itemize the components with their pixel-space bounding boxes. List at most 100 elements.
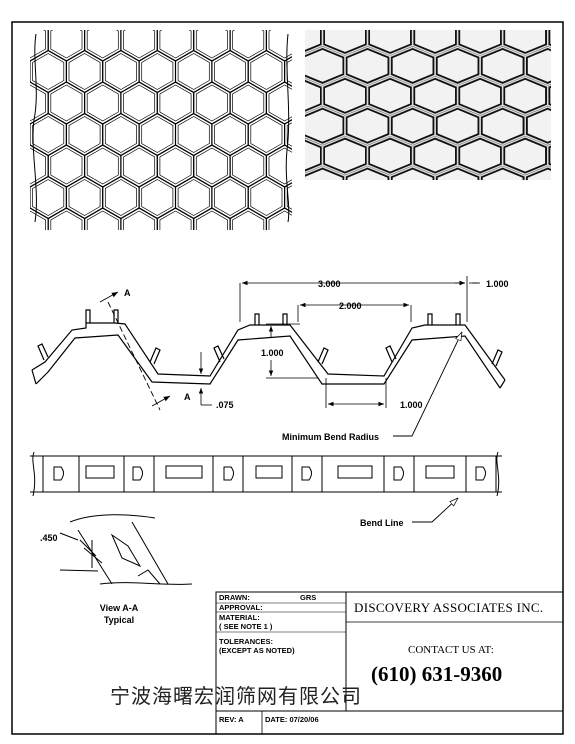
honeycomb-cell bbox=[120, 30, 158, 62]
tolerances-label: TOLERANCES: bbox=[219, 637, 274, 646]
honeycomb-cell bbox=[250, 179, 283, 216]
honeycomb-cell bbox=[193, 30, 231, 62]
drawn-value: GRS bbox=[300, 593, 317, 602]
honeycomb-cell bbox=[232, 84, 265, 122]
honeycomb-cell bbox=[268, 30, 292, 59]
honeycomb-cell bbox=[138, 175, 177, 220]
bend-line-label: Bend Line bbox=[360, 518, 404, 528]
honeycomb-cell bbox=[458, 197, 503, 234]
honeycomb-cell bbox=[284, 56, 292, 87]
honeycomb-cell bbox=[411, 30, 459, 56]
honeycomb-cell bbox=[30, 210, 46, 230]
honeycomb-cell bbox=[570, 47, 575, 84]
honeycomb-cell bbox=[503, 197, 548, 234]
break-line-left bbox=[32, 33, 37, 223]
honeycomb-cell bbox=[33, 243, 64, 279]
honeycomb-cell bbox=[141, 179, 174, 216]
honeycomb-cell bbox=[174, 175, 213, 220]
bend-line-leader bbox=[412, 498, 458, 523]
strip-tab bbox=[301, 466, 312, 481]
honeycomb-cell bbox=[366, 30, 414, 56]
honeycomb-cell bbox=[193, 81, 231, 125]
honeycomb-cell bbox=[570, 167, 575, 204]
honeycomb-cell bbox=[141, 53, 174, 90]
honeycomb-cell bbox=[284, 182, 292, 213]
dim-075: .075 bbox=[216, 400, 234, 410]
honeycomb-cell bbox=[159, 147, 192, 185]
strip-tab bbox=[393, 466, 404, 481]
honeycomb-cell bbox=[570, 107, 575, 144]
honeycomb-cell bbox=[30, 147, 46, 185]
honeycomb-cell bbox=[458, 197, 503, 234]
section-mark-a-bottom: A bbox=[184, 392, 191, 402]
honeycomb-cell bbox=[287, 243, 318, 279]
honeycomb-cell bbox=[86, 210, 119, 230]
honeycomb-cell bbox=[265, 81, 292, 125]
honeycomb-cell bbox=[247, 49, 286, 94]
strip-slot bbox=[425, 465, 455, 479]
honeycomb-cell bbox=[268, 210, 292, 230]
honeycomb-cell bbox=[545, 142, 551, 170]
drawn-label: DRAWN: bbox=[219, 593, 250, 602]
honeycomb-cell bbox=[65, 49, 104, 94]
honeycomb-cell bbox=[120, 207, 158, 230]
honeycomb-cell bbox=[50, 30, 83, 59]
honeycomb-cell bbox=[69, 243, 100, 279]
honeycomb-cell bbox=[229, 207, 267, 230]
honeycomb-cell bbox=[548, 197, 575, 234]
honeycomb-cell bbox=[195, 84, 228, 122]
honeycomb-cell bbox=[32, 179, 65, 216]
min-bend-radius-leader bbox=[393, 332, 462, 437]
dim-1000-height: 1.000 bbox=[261, 348, 284, 358]
approval-label: APPROVAL: bbox=[219, 603, 263, 612]
honeycomb-cell bbox=[123, 210, 156, 230]
view-a-a-subtitle: Typical bbox=[103, 615, 135, 625]
honeycomb-cell bbox=[268, 147, 292, 185]
honeycomb-cell bbox=[156, 81, 195, 125]
honeycomb-cell bbox=[47, 207, 86, 230]
honeycomb-cell bbox=[139, 240, 175, 282]
honeycomb-cell bbox=[193, 207, 231, 230]
dimension-lines bbox=[198, 276, 480, 408]
honeycomb-cell bbox=[265, 144, 292, 188]
honeycomb-cell bbox=[321, 177, 357, 219]
honeycomb-cell bbox=[211, 175, 249, 220]
honeycomb-cell bbox=[177, 179, 210, 216]
watermark-text: 宁波海曙宏润筛网有限公司 bbox=[110, 684, 362, 708]
honeycomb-cell bbox=[211, 112, 249, 157]
honeycomb-cell bbox=[250, 53, 283, 90]
strip-break-right bbox=[496, 451, 500, 497]
honeycomb-cell bbox=[102, 112, 140, 157]
honeycomb-cell bbox=[501, 30, 549, 56]
honeycomb-cell bbox=[286, 122, 292, 147]
honeycomb-cell bbox=[142, 243, 173, 279]
honeycomb-cell bbox=[30, 30, 46, 59]
honeycomb-cell bbox=[32, 53, 65, 90]
honeycomb-cell bbox=[195, 30, 228, 59]
section-line-a bbox=[99, 291, 171, 411]
honeycomb-cell bbox=[265, 207, 292, 230]
dim-3000: 3.000 bbox=[318, 279, 341, 289]
honeycomb-cell bbox=[232, 30, 265, 59]
title-block-lines bbox=[215, 591, 564, 735]
honeycomb-cell bbox=[211, 49, 249, 94]
material-note: ( SEE NOTE 1 ) bbox=[219, 622, 273, 631]
strip-tab bbox=[53, 466, 64, 481]
honeycomb-cell bbox=[305, 211, 336, 247]
section-mark-a-top: A bbox=[124, 288, 131, 298]
honeycomb-cell bbox=[250, 116, 283, 153]
honeycomb-line-drawing bbox=[30, 30, 357, 282]
honeycomb-cell bbox=[86, 147, 119, 185]
honeycomb-cell bbox=[84, 30, 122, 62]
honeycomb-cell bbox=[174, 49, 213, 94]
honeycomb-cell bbox=[368, 197, 413, 234]
honeycomb-cell bbox=[545, 82, 551, 110]
honeycomb-cell bbox=[195, 147, 228, 185]
honeycomb-cell bbox=[123, 147, 156, 185]
honeycomb-cell bbox=[251, 243, 282, 279]
material-label: MATERIAL: bbox=[219, 613, 260, 622]
tolerances-note: (EXCEPT AS NOTED) bbox=[219, 646, 295, 655]
honeycomb-cell bbox=[102, 175, 140, 220]
honeycomb-cell bbox=[570, 47, 575, 84]
view-a-a-title: View A-A bbox=[99, 603, 139, 613]
